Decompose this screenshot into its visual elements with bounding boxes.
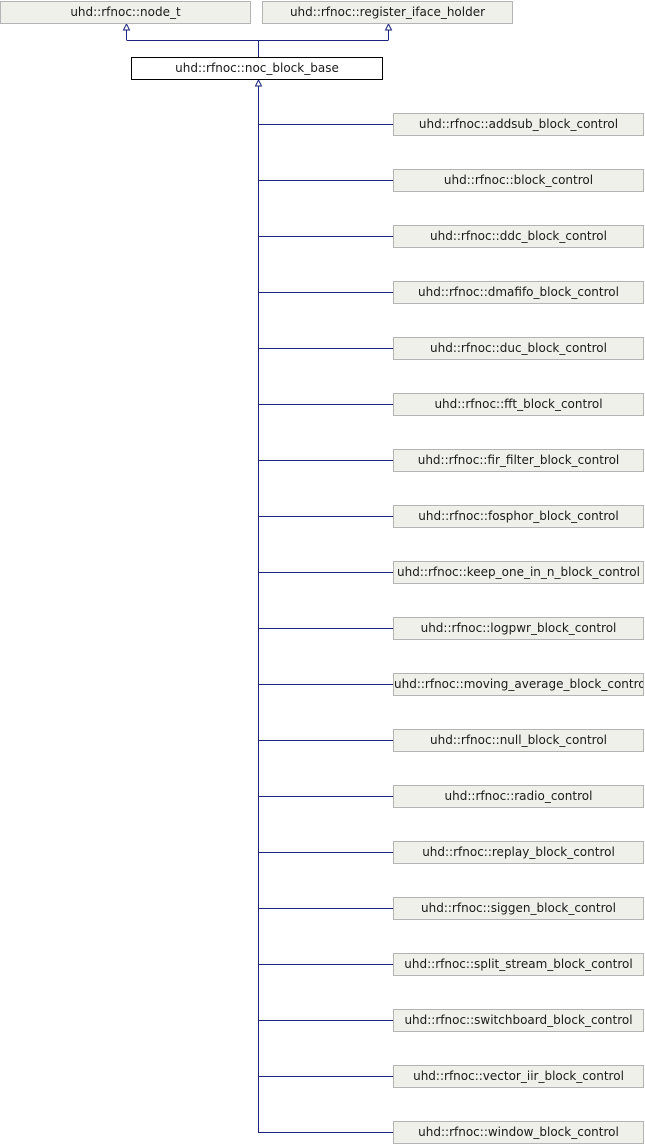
class-node-block-control[interactable]: uhd::rfnoc::block_control <box>393 169 644 192</box>
class-node-node-t[interactable]: uhd::rfnoc::node_t <box>0 1 251 24</box>
class-node-window-block-control[interactable]: uhd::rfnoc::window_block_control <box>393 1121 644 1144</box>
class-node-logpwr-block-control[interactable]: uhd::rfnoc::logpwr_block_control <box>393 617 644 640</box>
class-node-siggen-block-control[interactable]: uhd::rfnoc::siggen_block_control <box>393 897 644 920</box>
class-node-switchboard-block-control[interactable]: uhd::rfnoc::switchboard_block_control <box>393 1009 644 1032</box>
class-node-fft-block-control[interactable]: uhd::rfnoc::fft_block_control <box>393 393 644 416</box>
class-node-vector-iir-block-control[interactable]: uhd::rfnoc::vector_iir_block_control <box>393 1065 644 1088</box>
class-node-duc-block-control[interactable]: uhd::rfnoc::duc_block_control <box>393 337 644 360</box>
class-node-split-stream-block-control[interactable]: uhd::rfnoc::split_stream_block_control <box>393 953 644 976</box>
class-node-replay-block-control[interactable]: uhd::rfnoc::replay_block_control <box>393 841 644 864</box>
arrowhead-node-t <box>122 22 131 31</box>
class-node-noc-block-base: uhd::rfnoc::noc_block_base <box>131 57 383 80</box>
class-node-moving-average-block-control[interactable]: uhd::rfnoc::moving_average_block_control <box>393 673 644 696</box>
class-node-addsub-block-control[interactable]: uhd::rfnoc::addsub_block_control <box>393 113 644 136</box>
class-node-radio-control[interactable]: uhd::rfnoc::radio_control <box>393 785 644 808</box>
class-node-fir-filter-block-control[interactable]: uhd::rfnoc::fir_filter_block_control <box>393 449 644 472</box>
class-node-dmafifo-block-control[interactable]: uhd::rfnoc::dmafifo_block_control <box>393 281 644 304</box>
class-node-register-iface-holder[interactable]: uhd::rfnoc::register_iface_holder <box>262 1 513 24</box>
class-node-fosphor-block-control[interactable]: uhd::rfnoc::fosphor_block_control <box>393 505 644 528</box>
class-node-null-block-control[interactable]: uhd::rfnoc::null_block_control <box>393 729 644 752</box>
inheritance-edges <box>122 22 393 1133</box>
class-node-ddc-block-control[interactable]: uhd::rfnoc::ddc_block_control <box>393 225 644 248</box>
arrowhead-noc-block-base <box>254 78 263 87</box>
arrowhead-register-iface-holder <box>384 22 393 31</box>
class-node-keep-one-in-n-block-control[interactable]: uhd::rfnoc::keep_one_in_n_block_control <box>393 561 644 584</box>
